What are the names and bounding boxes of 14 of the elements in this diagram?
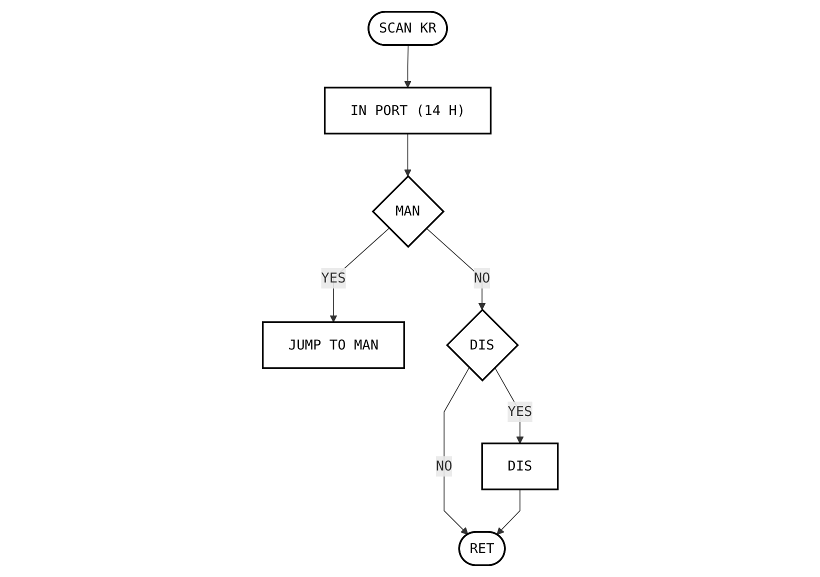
arrow <box>426 228 486 310</box>
edge-label: NO <box>474 270 490 286</box>
node-box: DIS <box>480 442 558 490</box>
arrow <box>443 367 470 535</box>
node-box: IN PORT (14 H) <box>324 86 492 134</box>
edge-label: NO <box>436 458 452 474</box>
node-box: JUMP TO MAN <box>262 321 405 369</box>
arrow <box>404 45 412 88</box>
arrow <box>496 488 520 535</box>
edge-label: YES <box>320 270 346 286</box>
node-diamond: DIS <box>446 308 519 382</box>
node-diamond: MAN <box>371 174 444 248</box>
edge-label: YES <box>507 403 532 420</box>
arrow <box>404 133 412 176</box>
